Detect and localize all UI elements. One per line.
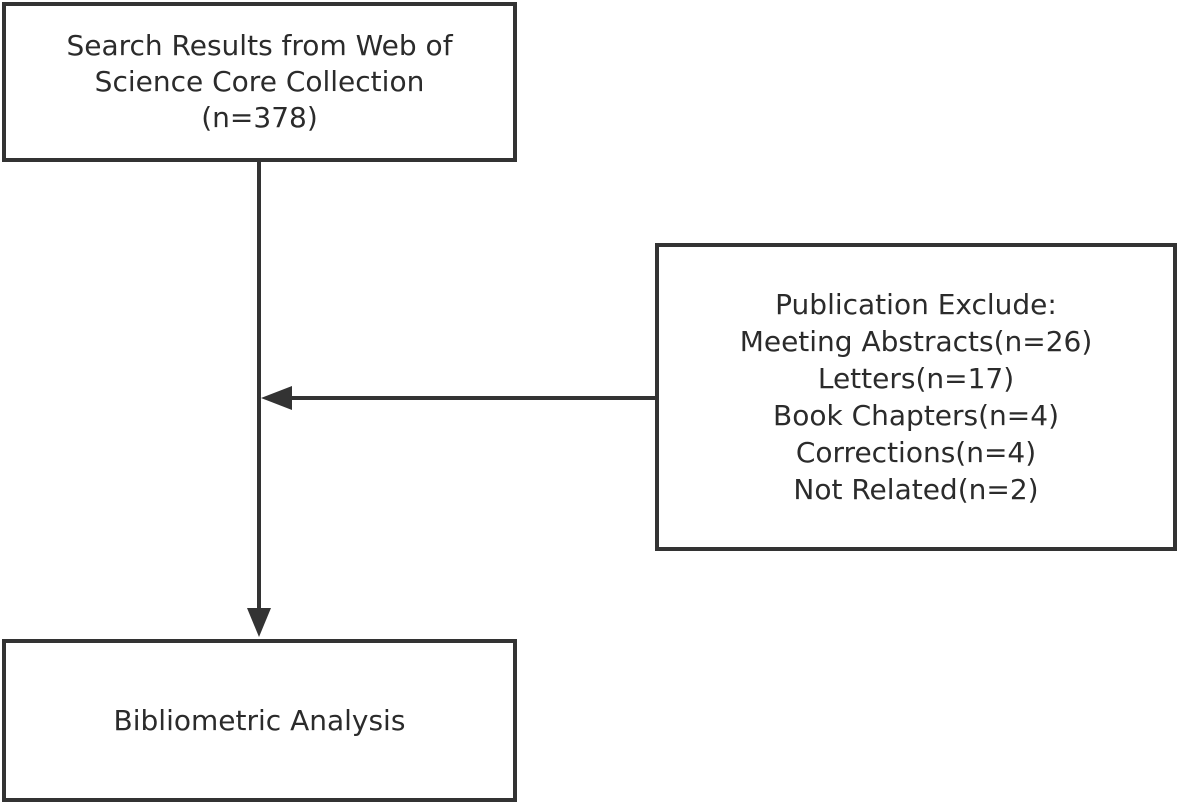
search-results-count: (n=378)	[201, 101, 318, 134]
publication-exclude-box: Publication Exclude: Meeting Abstracts(n…	[655, 243, 1177, 551]
exclude-item-book-chapters: Book Chapters(n=4)	[773, 399, 1059, 432]
search-results-box: Search Results from Web of Science Core …	[2, 2, 517, 162]
bibliometric-analysis-box: Bibliometric Analysis	[2, 639, 517, 802]
analysis-label: Bibliometric Analysis	[113, 703, 406, 737]
main-flow-arrowhead	[247, 608, 271, 637]
exclude-heading: Publication Exclude:	[775, 288, 1057, 321]
exclude-item-letters: Letters(n=17)	[817, 362, 1015, 395]
exclude-item-not-related: Not Related(n=2)	[793, 473, 1039, 506]
exclude-item-corrections: Corrections(n=4)	[795, 436, 1037, 469]
search-results-line-1: Search Results from Web of	[66, 29, 453, 62]
exclude-flow-arrowhead	[261, 386, 292, 410]
exclude-item-meeting-abstracts: Meeting Abstracts(n=26)	[739, 325, 1093, 358]
search-results-line-2: Science Core Collection	[94, 65, 425, 98]
